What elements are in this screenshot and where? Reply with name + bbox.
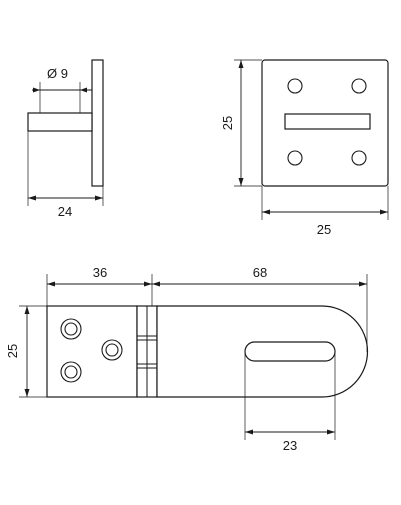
hinge-label: 36 — [93, 265, 107, 280]
hasp-slot — [244, 341, 336, 362]
strap-arrow-left — [152, 281, 160, 287]
plate-hole-bottom-right — [351, 150, 367, 166]
slot-label: 23 — [283, 438, 297, 453]
strap-arrow-right — [359, 281, 367, 287]
hasp-hole-right-inner — [105, 343, 119, 357]
staple-front-view: 25 25 — [220, 59, 389, 237]
hasp-h-label: 25 — [5, 344, 20, 358]
strap-label: 68 — [253, 265, 267, 280]
staple-pin-side — [27, 112, 93, 132]
staple-base-plate-side — [91, 59, 104, 187]
plate-w-arrow-right — [380, 209, 388, 215]
hinge-arrow-right — [144, 281, 152, 287]
plate-w-label: 25 — [317, 222, 331, 237]
plate-hole-top-right — [351, 78, 367, 94]
plate-hole-bottom-left — [287, 150, 303, 166]
hasp-hinge-leaf — [46, 305, 138, 398]
depth-label: 24 — [58, 204, 72, 219]
hasp-hole-top-inner — [64, 322, 78, 336]
plate-h-arrow-bottom — [238, 178, 244, 186]
hinge-arrow-left — [47, 281, 55, 287]
depth-arrow-left — [28, 195, 36, 201]
hasp-h-arrow-top — [24, 306, 30, 314]
plate-hole-top-left — [287, 78, 303, 94]
depth-arrow-right — [95, 195, 103, 201]
hasp-h-arrow-bottom — [24, 389, 30, 397]
dia-arrow-left — [33, 87, 40, 93]
dia-label: Ø 9 — [47, 66, 68, 81]
hasp-hole-bottom-inner — [64, 365, 78, 379]
staple-side-view: Ø 9 24 — [27, 59, 104, 219]
dia-arrow-right — [80, 87, 87, 93]
slot-arrow-right — [327, 429, 335, 435]
plate-w-arrow-left — [262, 209, 270, 215]
plate-h-arrow-top — [238, 60, 244, 68]
plate-slot — [284, 113, 371, 130]
slot-arrow-left — [245, 429, 253, 435]
hasp-view: 36 68 25 23 — [5, 265, 369, 453]
plate-h-label: 25 — [220, 116, 235, 130]
